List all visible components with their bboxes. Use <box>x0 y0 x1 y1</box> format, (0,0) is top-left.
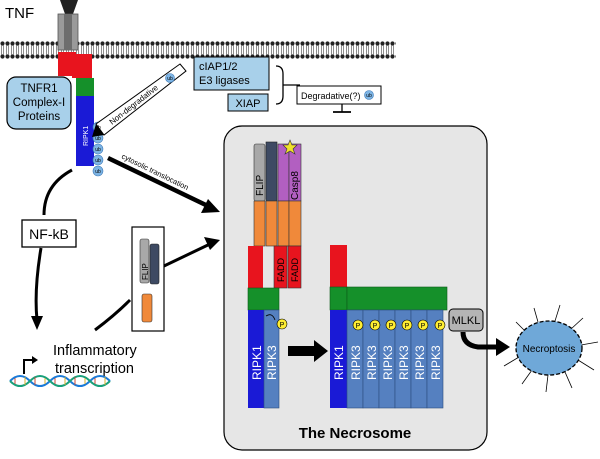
ripk3-label-2: RIPK3 <box>365 345 379 380</box>
ub-degradative-icon <box>364 90 374 100</box>
rhim-domain-left <box>247 287 280 311</box>
phospho-label-6: P <box>438 323 443 330</box>
ripk3-label-1: RIPK3 <box>349 345 363 380</box>
casp8-label: Casp8 <box>290 171 301 200</box>
xiap-label: XIAP <box>235 98 260 110</box>
rhim-domain-right <box>346 286 448 311</box>
inflammatory-line1: Inflammatory <box>53 343 138 359</box>
degradative-box <box>296 85 382 105</box>
orange-ded-domains <box>253 200 302 247</box>
fadd-protein-1 <box>273 245 288 289</box>
phospho-label-1: P <box>356 323 361 330</box>
tnf-ligand <box>60 0 78 14</box>
phospho-label-5: P <box>421 323 426 330</box>
phospho-left-label: P <box>280 322 285 329</box>
tnfr1-complex-line2: Complex-I <box>13 97 65 109</box>
promoter-arrow-icon <box>23 359 34 374</box>
active-casp8-star-icon <box>282 139 298 155</box>
flip-label: FLIP <box>255 175 266 196</box>
plasma-membrane <box>0 40 396 60</box>
flip-small-grey <box>139 238 150 284</box>
nfkb-box <box>21 219 77 248</box>
phospho-label-2: P <box>373 323 378 330</box>
slate-protein <box>265 141 278 202</box>
ripk3-unit-6 <box>426 309 444 409</box>
mlkl-box <box>448 308 484 332</box>
ripk1-dd-left <box>248 246 263 288</box>
ripk3-oligomer <box>346 309 444 409</box>
ripk3-label-6: RIPK3 <box>429 345 443 380</box>
tnfr1-complex-line3: Proteins <box>18 111 60 123</box>
necrosome-transition-arrow <box>288 340 328 362</box>
tnfr1-complex-box <box>6 76 72 130</box>
dna-helix-icon <box>9 375 111 387</box>
phospho-right-group <box>352 319 446 331</box>
mlkl-label: MLKL <box>452 315 481 327</box>
mlkl-to-necroptosis-arrow <box>460 331 500 350</box>
non-degradative-label: Non-degradative <box>108 83 161 127</box>
flip-small-label: FLIP <box>141 263 150 280</box>
ub-label-6: ub <box>167 76 173 82</box>
ub-label-2: ub <box>95 136 101 142</box>
xiap-box <box>227 93 269 112</box>
ub-label-4: ub <box>95 158 101 164</box>
phospho-label-4: P <box>405 323 410 330</box>
cytosolic-translocation-label: cytosolic translocation <box>120 152 190 192</box>
ub-non-degradative-icon <box>165 73 175 83</box>
necroptosis-label: Necroptosis <box>523 344 576 355</box>
fadd-protein-2 <box>287 245 302 289</box>
ub-label-5: ub <box>95 169 101 175</box>
ripk1-dd-right <box>330 245 347 287</box>
cytosolic-translocation-arrow <box>107 155 211 210</box>
degradative-label: Degradative(?) <box>301 91 361 101</box>
ub-label-3: ub <box>95 147 101 153</box>
ciap-box <box>193 56 270 91</box>
ripk1-receptor-bound <box>76 96 94 166</box>
transcription-to-flip-arrow <box>94 298 132 332</box>
complex-to-nfkb-arrow <box>42 168 73 216</box>
fadd-label-2: FADD <box>290 257 300 282</box>
ub-label-7: ub <box>366 93 372 99</box>
necroptosis-cell <box>503 304 599 393</box>
e3-bracket <box>275 65 284 105</box>
ciap-line2: E3 ligases <box>199 75 250 87</box>
ub-label-1: ub <box>95 125 101 131</box>
ripk1-kinase-left <box>248 310 264 408</box>
ripk1-label-left: RIPK1 <box>250 345 264 380</box>
tnfr1-red-domain <box>58 52 76 76</box>
ripk1-small-label: RIPK1 <box>83 126 90 146</box>
ripk3-label-5: RIPK3 <box>413 345 427 380</box>
nfkb-label: NF-kB <box>29 226 69 242</box>
ripk3-label-left: RIPK3 <box>265 345 279 380</box>
fadd-label-1: FADD <box>276 257 286 282</box>
tnfr1-green-domain <box>76 78 94 96</box>
flip-to-necrosome-arrow <box>163 242 211 268</box>
ripk1-kinase-right <box>330 310 347 408</box>
ripk3-label-3: RIPK3 <box>381 345 395 380</box>
flip-small-orange <box>141 293 153 323</box>
phospho-label-3: P <box>389 323 394 330</box>
phospho-left <box>276 318 288 330</box>
inflammatory-line2: transcription <box>55 361 134 377</box>
tnf-label: TNF <box>5 5 34 22</box>
necrosome-title: The Necrosome <box>299 425 412 442</box>
tnfr1-complex-line1: TNFR1 <box>20 83 57 95</box>
nfkb-to-transcription-arrow <box>34 247 43 321</box>
ripk3-label-4: RIPK3 <box>397 345 411 380</box>
ripk1-label-right: RIPK1 <box>332 345 346 380</box>
ciap-line1: cIAP1/2 <box>199 61 238 73</box>
ripk3-kinase-left <box>263 309 280 409</box>
